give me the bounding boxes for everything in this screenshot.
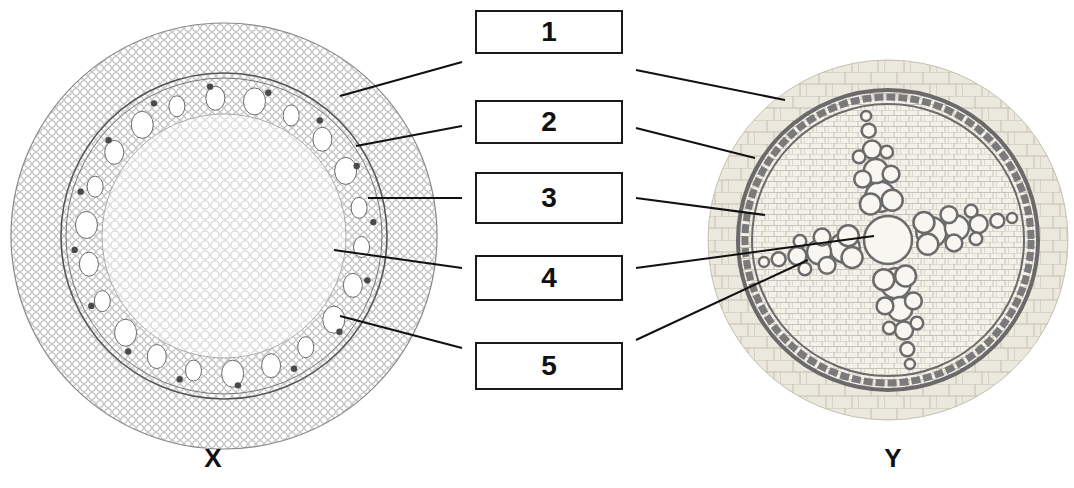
number-box: 3 [475,172,623,224]
xylem-vessel [905,293,922,310]
number-box: 1 [475,10,623,54]
xylem-vessel [335,157,357,184]
phloem-patch [336,329,342,335]
xylem-vessel [186,360,202,381]
phloem-patch [125,348,131,354]
phloem-patch [71,247,77,253]
xylem-vessel [877,298,894,315]
xylem-vessel [313,127,332,151]
xylem-vessel [990,214,1004,228]
xylem-vessel [883,166,900,183]
xylem-vessel [222,360,244,387]
xylem-vessel [1007,213,1017,223]
xylem-vessel [131,111,153,138]
number-box: 5 [475,342,623,390]
xylem-vessel [862,124,876,138]
xylem-vessel [323,306,345,333]
xylem-vessel [772,252,786,266]
callout-number: 5 [541,352,557,380]
xylem-vessel [838,225,859,246]
xylem-vessel [917,234,938,255]
xylem-vessel [905,359,915,369]
number-box: 2 [475,100,623,144]
xylem-vessel [864,216,912,264]
xylem-vessel [946,235,963,252]
phloem-patch [235,382,241,388]
xylem-vessel [351,197,367,218]
xylem-vessel [880,146,893,159]
xylem-vessel [900,342,914,356]
callout-number: 2 [541,108,557,136]
phloem-patch [370,219,376,225]
phloem-patch [317,117,323,123]
section-letter: X [204,445,221,471]
xylem-vessel [873,269,894,290]
xylem-vessel [298,337,314,358]
xylem-vessel [105,140,124,164]
xylem-vessel [895,265,916,286]
section-letter: Y [884,445,901,471]
dicot-root-section [708,60,1068,420]
xylem-vessel [79,252,98,276]
xylem-vessel [115,319,137,346]
phloem-patch [353,163,359,169]
phloem-patch [88,303,94,309]
phloem-patch [176,376,182,382]
xylem-vessel [262,354,281,378]
phloem-patch [265,89,271,95]
phloem-patch [105,137,111,143]
xylem-vessel [206,86,225,110]
xylem-vessel [243,88,265,115]
xylem-vessel [169,96,185,117]
xylem-vessel [842,247,863,268]
xylem-vessel [965,205,978,218]
xylem-vessel [147,345,166,369]
xylem-vessel [75,211,97,238]
leader-lines [334,62,874,348]
xylem-vessel [819,257,836,274]
xylem-vessel [913,212,934,233]
xylem-vessel [283,105,299,126]
xylem-vessel [883,322,896,335]
xylem-vessel [854,171,871,188]
xylem-vessel [861,111,871,121]
xylem-vessel [941,206,958,223]
phloem-patch [151,100,157,106]
xylem-vessel [970,232,983,245]
number-box: 4 [475,255,623,301]
phloem-patch [207,83,213,89]
callout-number: 4 [541,264,557,292]
xylem-vessel [87,176,103,197]
phloem-patch [291,365,297,371]
callout-number: 3 [541,184,557,212]
xylem-vessel [343,273,362,297]
phloem-patch [77,188,83,194]
xylem-vessel [853,151,866,164]
xylem-vessel [94,291,110,312]
callout-number: 1 [541,18,557,46]
xylem-vessel [759,257,769,267]
phloem-patch [364,277,370,283]
xylem-vessel [882,190,903,211]
xylem-vessel [911,317,924,330]
xylem-vessel [860,194,881,215]
